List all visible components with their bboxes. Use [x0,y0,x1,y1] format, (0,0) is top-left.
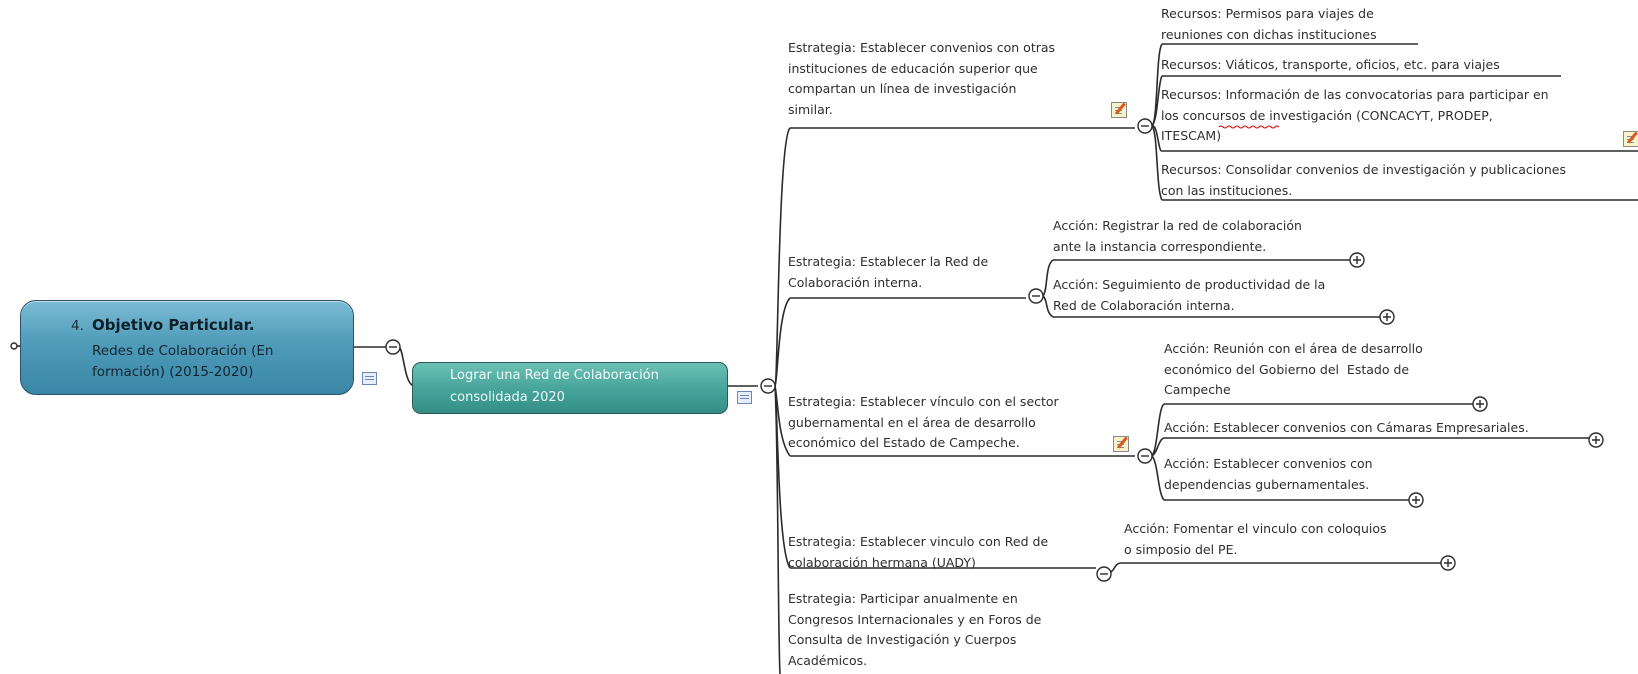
goal-collapse-toggle[interactable] [760,378,776,394]
strategy-4-collapse-toggle[interactable] [1096,566,1112,582]
strategy-topic-1[interactable]: Estrategia: Establecer convenios con otr… [788,40,1056,117]
spellcheck-underline [1218,125,1280,129]
root-notes-icon[interactable] [362,372,377,385]
action-3-3-expand-toggle[interactable] [1408,492,1424,508]
strategy-1-collapse-toggle[interactable] [1137,118,1153,134]
action-4-1-expand-toggle[interactable] [1440,555,1456,571]
strategy-topic-2[interactable]: Estrategia: Establecer la Red de Colabor… [788,254,989,290]
action-2-2-expand-toggle[interactable] [1379,309,1395,325]
strategy-topic-5[interactable]: Estrategia: Participar anualmente en Con… [788,591,1042,668]
strategy-3-collapse-toggle[interactable] [1137,448,1153,464]
strategy-3-note-icon[interactable] [1113,436,1129,452]
strategy-topic-3[interactable]: Estrategia: Establecer vínculo con el se… [788,394,1059,450]
action-2-1-expand-toggle[interactable] [1349,252,1365,268]
goal-topic[interactable] [412,362,728,414]
action-3-2[interactable]: Acción: Establecer convenios con Cámaras… [1164,420,1529,435]
root-topic-number: 4. [71,318,84,334]
resource-1-3-note-icon[interactable] [1623,131,1638,147]
root-topic-subtitle: Redes de Colaboración (En formación) (20… [92,343,274,380]
goal-notes-icon[interactable] [737,391,752,404]
goal-topic-label: Lograr una Red de Colaboración consolida… [450,368,659,405]
strategy-topic-4[interactable]: Estrategia: Establecer vinculo con Red d… [788,534,1049,570]
action-2-1[interactable]: Acción: Registrar la red de colaboración… [1053,218,1302,254]
root-topic-title: Objetivo Particular. [92,316,255,334]
resource-1-3[interactable]: Recursos: Información de las convocatori… [1161,87,1549,143]
action-3-1-expand-toggle[interactable] [1472,396,1488,412]
resource-1-2[interactable]: Recursos: Viáticos, transporte, oficios,… [1161,57,1500,72]
action-4-1[interactable]: Acción: Fomentar el vinculo con coloquio… [1124,521,1387,557]
resource-1-4[interactable]: Recursos: Consolidar convenios de invest… [1161,162,1566,198]
action-3-2-expand-toggle[interactable] [1588,432,1604,448]
action-3-1[interactable]: Acción: Reunión con el área de desarroll… [1164,341,1423,397]
root-collapse-toggle[interactable] [385,339,401,355]
root-topic[interactable] [20,300,354,395]
action-3-3[interactable]: Acción: Establecer convenios con depende… [1164,456,1373,492]
action-2-2[interactable]: Acción: Seguimiento de productividad de … [1053,277,1326,313]
strategy-2-collapse-toggle[interactable] [1028,288,1044,304]
resource-1-1[interactable]: Recursos: Permisos para viajes de reunio… [1161,6,1377,42]
strategy-1-note-icon[interactable] [1111,102,1127,118]
